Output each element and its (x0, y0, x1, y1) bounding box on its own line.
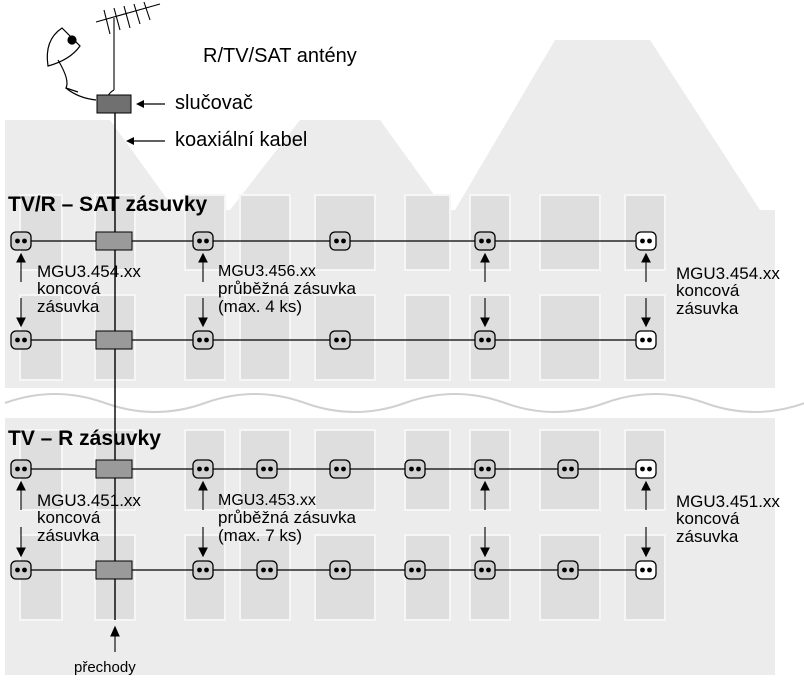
through-socket-icon (404, 560, 426, 580)
note-arrows (16, 252, 651, 652)
tv-left-note-line-2: koncová (37, 508, 101, 528)
end-socket-icon (635, 231, 657, 251)
through-socket-icon (404, 459, 426, 479)
tv-right-note: MGU3.451.xx koncová zásuvka (676, 493, 780, 545)
through-socket-icon (10, 459, 32, 479)
sat-left-note-line-2: koncová (37, 279, 101, 299)
through-socket-icon (474, 231, 496, 251)
sat-mid-note-line-2: průběžná zásuvka (218, 279, 356, 299)
tv-mid-note-line-3: (max. 7 ks) (218, 525, 303, 545)
combiner-label: slučovač (175, 92, 253, 114)
sat-right-note: MGU3.454.xx koncová zásuvka (676, 265, 780, 317)
end-socket-icon (635, 459, 657, 479)
tv-mid-note: MGU3.453.xx průběžná zásuvka (max. 7 ks) (218, 492, 356, 545)
sat-left-note-line-1: MGU3.454.xx (37, 262, 141, 281)
tv-antenna-icon (95, 1, 161, 97)
tv-mid-note-line-2: průběžná zásuvka (218, 508, 356, 528)
tv-left-note: MGU3.451.xx koncová zásuvka (37, 492, 141, 544)
break-wave (0, 388, 804, 418)
through-socket-icon (10, 231, 32, 251)
combiner-arrow (136, 100, 165, 108)
through-socket-icon (256, 459, 278, 479)
through-socket-icon (329, 330, 351, 350)
tv-right-note-line-2: koncová (676, 509, 740, 529)
sat-left-note: MGU3.454.xx koncová zásuvka (37, 263, 141, 315)
antenna-label: R/TV/SAT antény (203, 45, 357, 67)
sat-right-note-line-3: zásuvka (676, 298, 739, 318)
splitter-boxes (95, 231, 133, 580)
sat-mid-note-line-3: (max. 4 ks) (218, 296, 303, 316)
through-socket-icon (10, 330, 32, 350)
bottom-label: přechody (74, 659, 136, 676)
end-socket-icon (635, 330, 657, 350)
through-socket-icon (192, 231, 214, 251)
through-socket-icon (329, 459, 351, 479)
tv-left-note-line-3: zásuvka (37, 525, 100, 545)
sockets-layer (10, 231, 657, 580)
sat-left-note-line-3: zásuvka (37, 296, 100, 316)
tv-section-title: TV – R zásuvky (8, 427, 161, 450)
through-socket-icon (329, 231, 351, 251)
tv-right-note-line-1: MGU3.451.xx (676, 492, 780, 511)
through-socket-icon (256, 560, 278, 580)
through-socket-icon (474, 459, 496, 479)
through-socket-icon (10, 560, 32, 580)
tv-mid-note-line-1: MGU3.453.xx (218, 492, 316, 509)
through-socket-icon (329, 560, 351, 580)
through-socket-icon (474, 560, 496, 580)
combiner-box (96, 94, 132, 114)
end-socket-icon (635, 560, 657, 580)
sat-right-note-line-2: koncová (676, 281, 740, 301)
sat-section-title: TV/R – SAT zásuvky (8, 193, 208, 216)
tv-left-note-line-1: MGU3.451.xx (37, 491, 141, 510)
sat-right-note-line-1: MGU3.454.xx (676, 264, 780, 283)
sat-mid-note: MGU3.456.xx průběžná zásuvka (max. 4 ks) (218, 263, 356, 316)
cable-label: koaxiální kabel (175, 129, 308, 151)
sat-dish-icon (46, 27, 97, 101)
through-socket-icon (192, 560, 214, 580)
through-socket-icon (557, 560, 579, 580)
cable-arrow (126, 137, 165, 145)
through-socket-icon (192, 330, 214, 350)
through-socket-icon (192, 459, 214, 479)
building-windows (19, 194, 666, 621)
through-socket-icon (557, 459, 579, 479)
tv-right-note-line-3: zásuvka (676, 526, 739, 546)
through-socket-icon (474, 330, 496, 350)
sat-mid-note-line-1: MGU3.456.xx (218, 263, 316, 280)
